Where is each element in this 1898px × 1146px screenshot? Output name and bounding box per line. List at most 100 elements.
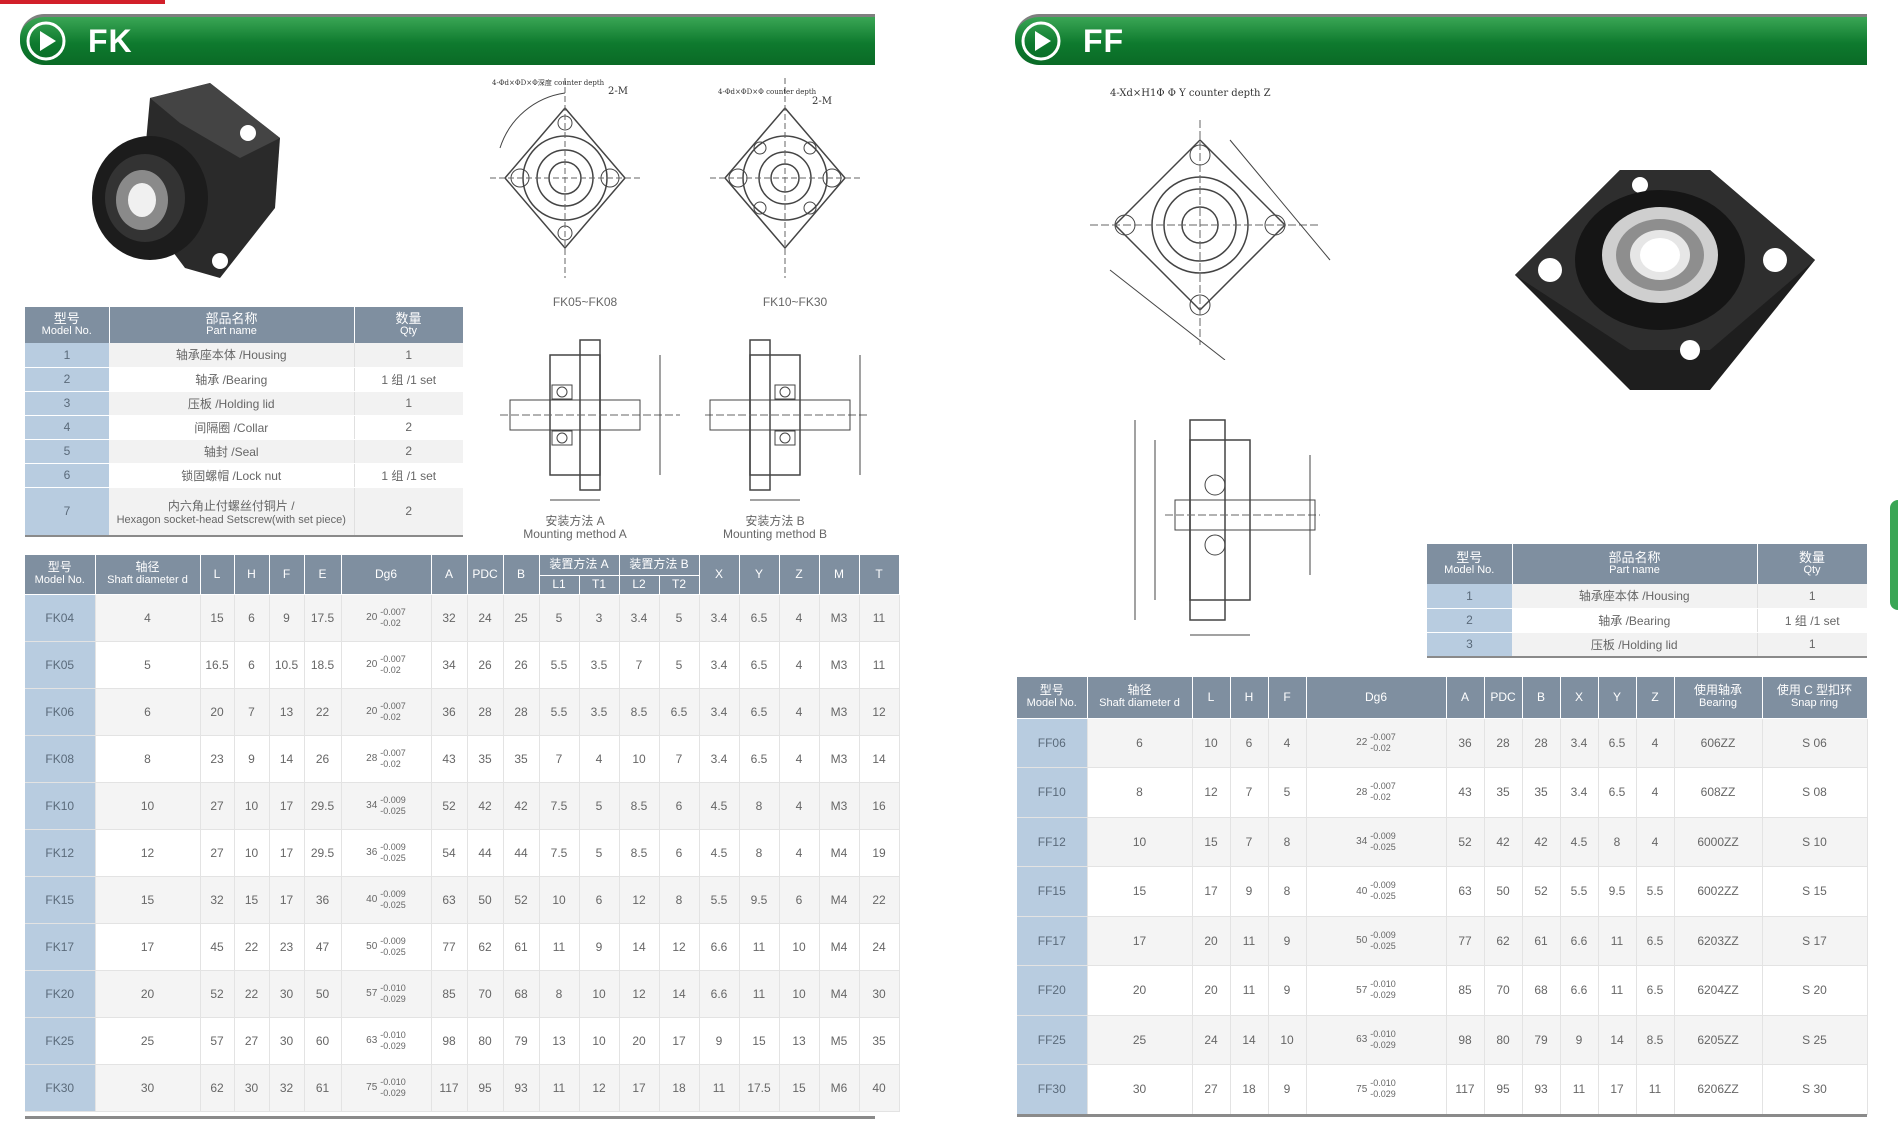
part-qty-cell: 1 <box>1757 632 1867 657</box>
dg6-tolerance: -0.009-0.025 <box>380 936 406 958</box>
dg6-tol-upper: -0.009 <box>1370 929 1396 940</box>
cell-PDC: 70 <box>467 970 504 1018</box>
dg6-value: 63-0.010-0.029 <box>366 1030 406 1052</box>
cell-H: 9 <box>234 735 270 783</box>
dg6-tol-lower: -0.029 <box>1370 1089 1396 1100</box>
cell-E: 17.5 <box>304 594 342 642</box>
cell-T2: 18 <box>659 1064 700 1112</box>
dg6-base: 75 <box>1356 1083 1368 1095</box>
cell-L: 20 <box>1192 916 1231 966</box>
cell-T: 11 <box>859 641 900 689</box>
cell-X: 6.6 <box>1560 916 1599 966</box>
dg6-cell: 75-0.010-0.029 <box>1306 1064 1447 1115</box>
cell-L: 24 <box>1192 1015 1231 1065</box>
cell-M: M3 <box>819 735 860 783</box>
dg6-tol-lower: -0.025 <box>380 805 406 816</box>
cell-L: 45 <box>200 923 235 971</box>
cell-F: 8 <box>1268 817 1307 867</box>
cell-Z: 11 <box>1636 1064 1675 1115</box>
dg6-base: 50 <box>1356 935 1368 947</box>
cell-A: 117 <box>1446 1064 1485 1115</box>
cell-H: 6 <box>234 641 270 689</box>
part-qty-cell: 1 组 /1 set <box>354 367 463 392</box>
cell-T2: 14 <box>659 970 700 1018</box>
cell-F: 32 <box>269 1064 305 1112</box>
cell-T1: 12 <box>579 1064 620 1112</box>
cell-T2: 6 <box>659 829 700 877</box>
cell-A: 98 <box>1446 1015 1485 1065</box>
cell-d: 5 <box>95 641 201 689</box>
dg6-tol-lower: -0.029 <box>380 993 406 1004</box>
dg6-base: 20 <box>366 659 378 670</box>
cell-Y: 11 <box>1598 965 1637 1016</box>
fk-spec-header-F: F <box>269 555 305 595</box>
dg6-tol-lower: -0.029 <box>380 1087 406 1098</box>
dg6-tolerance: -0.009-0.025 <box>1370 880 1396 902</box>
cell-d: 6 <box>1087 718 1193 768</box>
cell-H: 7 <box>234 688 270 736</box>
cell-L2: 12 <box>619 970 660 1018</box>
part-no-cell: 5 <box>25 439 109 464</box>
fk-spec-header-X: X <box>699 555 740 595</box>
cell-X: 5.5 <box>699 876 740 924</box>
cell-bearing: 6203ZZ <box>1674 916 1763 966</box>
cell-L2: 20 <box>619 1017 660 1065</box>
fk-caption-method-a: 安装方法 A Mounting method A <box>510 515 640 541</box>
cell-model: FK05 <box>25 641 96 689</box>
fk-caption-method-b-en: Mounting method B <box>722 527 828 541</box>
dg6-tol-lower: -0.025 <box>1370 841 1396 852</box>
cell-E: 50 <box>304 970 342 1018</box>
cell-F: 9 <box>1268 965 1307 1016</box>
cell-A: 63 <box>1446 866 1485 917</box>
dg6-tol-lower: -0.02 <box>380 758 401 769</box>
cell-T: 19 <box>859 829 900 877</box>
part-name-cell: 轴承座本体 /Housing <box>1512 584 1758 609</box>
dg6-cell: 50-0.009-0.025 <box>341 923 432 971</box>
dg6-tolerance: -0.010-0.029 <box>380 983 406 1005</box>
fk-spec-header-M: M <box>819 555 860 595</box>
cell-Z: 6.5 <box>1636 965 1675 1016</box>
cell-PDC: 62 <box>1484 916 1523 966</box>
ff-spec-header-Y: Y <box>1598 677 1637 719</box>
fk-banner: FK <box>20 14 875 65</box>
cell-Y: 6.5 <box>739 594 780 642</box>
cell-L: 27 <box>1192 1064 1231 1115</box>
cell-E: 61 <box>304 1064 342 1112</box>
play-circle-icon <box>1021 21 1061 61</box>
fk-spec-header-method-b: 装置方法 B <box>619 555 700 576</box>
cell-H: 22 <box>234 923 270 971</box>
part-name: 轴封 /Seal <box>203 444 259 459</box>
dg6-tol-lower: -0.029 <box>1370 990 1396 1001</box>
cell-F: 9 <box>269 594 305 642</box>
cell-F: 17 <box>269 782 305 830</box>
cell-A: 36 <box>1446 718 1485 768</box>
cell-X: 4.5 <box>699 829 740 877</box>
fk-spec-header-T1: T1 <box>579 575 620 595</box>
part-name: 内六角止付螺丝付铜片 / <box>167 498 295 513</box>
fk-spec-header-A: A <box>431 555 468 595</box>
dg6-tol-lower: -0.025 <box>380 899 406 910</box>
cell-T2: 8 <box>659 876 700 924</box>
dg6-tol-upper: -0.010 <box>380 1076 406 1087</box>
part-qty-cell: 2 <box>354 415 463 440</box>
cell-B: 26 <box>503 641 540 689</box>
cell-X: 6.6 <box>699 923 740 971</box>
cell-bearing: 606ZZ <box>1674 718 1763 768</box>
cell-Z: 4 <box>779 735 820 783</box>
cell-X: 11 <box>1560 1064 1599 1115</box>
cell-A: 77 <box>431 923 468 971</box>
part-name: 轴承座本体 /Housing <box>1578 589 1690 604</box>
part-no-cell: 7 <box>25 487 109 536</box>
cell-PDC: 80 <box>1484 1015 1523 1065</box>
dg6-tol-upper: -0.009 <box>380 888 406 899</box>
cell-Z: 6 <box>779 876 820 924</box>
ff-spec-bottom-line <box>1017 1114 1867 1117</box>
cell-H: 7 <box>1230 817 1269 867</box>
